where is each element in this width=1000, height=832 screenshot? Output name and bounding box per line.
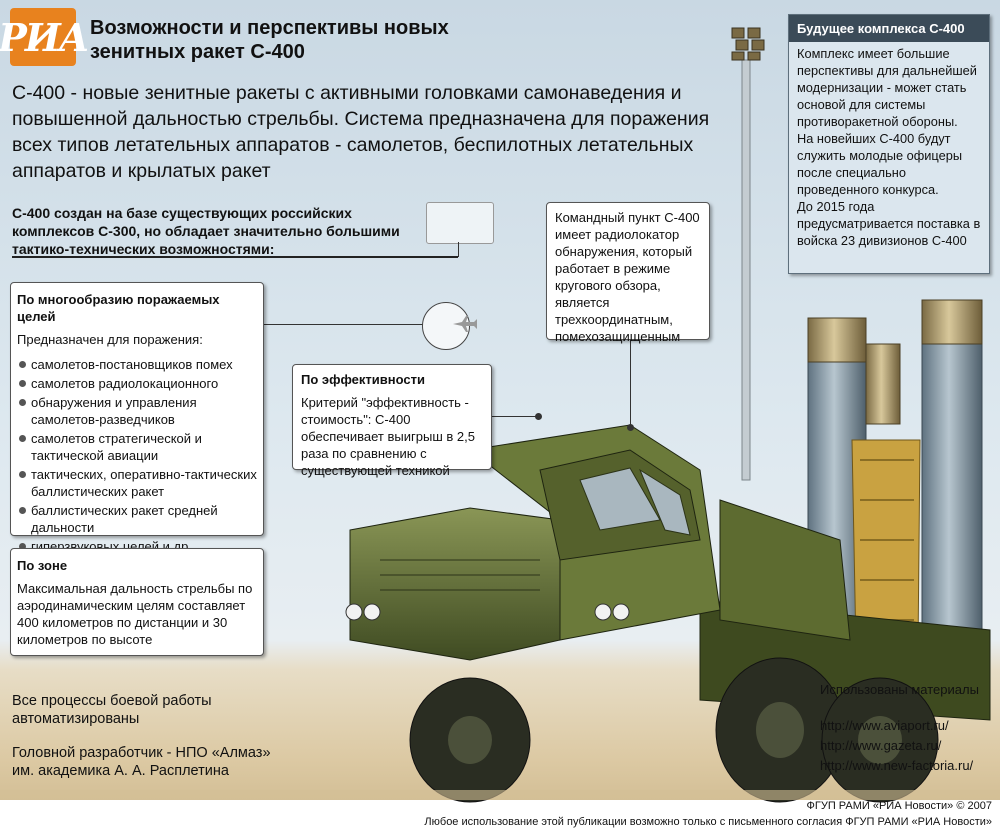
subtitle-text: С-400 создан на базе существующих россий… <box>12 205 400 257</box>
usage-notice: Любое использование этой публикации возм… <box>424 816 992 828</box>
source-link[interactable]: http://www.gazeta.ru/ <box>820 738 942 753</box>
sources-block: Использованы материалы http://www.aviapo… <box>820 680 990 776</box>
zone-heading: По зоне <box>17 558 68 573</box>
page-title: Возможности и перспективы новых зенитных… <box>90 17 449 63</box>
connector-dot-efficiency <box>535 413 542 420</box>
efficiency-panel: По эффективности Критерий "эффективность… <box>292 364 492 478</box>
source-link[interactable]: http://www.new-factoria.ru/ <box>820 758 974 773</box>
connector-dot-command <box>627 424 634 431</box>
efficiency-text: Критерий "эффективность - стоимость": С-… <box>301 395 475 478</box>
copyright-line: ФГУП РАМИ «РИА Новости» © 2007 <box>806 800 992 812</box>
future-panel: Будущее комплекса С-400 Комплекс имеет б… <box>788 14 990 274</box>
sources-heading: Использованы материалы <box>820 682 979 697</box>
intro-text: С-400 - новые зенитные ракеты с активным… <box>12 82 710 182</box>
aircraft-icon <box>453 316 477 332</box>
future-paragraph: Комплекс имеет большие перспективы для д… <box>797 46 977 129</box>
zone-text: Максимальная дальность стрельбы по аэрод… <box>17 581 253 647</box>
developer-line-2: им. академика А. А. Расплетина <box>12 763 229 779</box>
future-paragraph: До 2015 года предусматривается поставка … <box>797 199 981 248</box>
callout-box <box>426 202 494 244</box>
list-item: тактических, оперативно-тактических балл… <box>17 466 257 500</box>
ria-logo: РИА <box>0 8 90 66</box>
future-paragraph: На новейших С-400 будут служить молодые … <box>797 131 963 197</box>
list-item: баллистических ракет средней дальности <box>17 502 257 536</box>
automation-text: Все процессы боевой работы автоматизиров… <box>12 693 212 727</box>
command-post-text: Командный пункт С-400 имеет радиолокатор… <box>555 210 700 344</box>
connector-line-subtitle <box>458 242 459 257</box>
list-item: самолетов-постановщиков помех <box>17 356 257 373</box>
developer-line-1: Головной разработчик - НПО «Алмаз» <box>12 745 271 761</box>
future-heading: Будущее комплекса С-400 <box>789 15 989 42</box>
future-body: Комплекс имеет большие перспективы для д… <box>789 42 989 252</box>
connector-line-command <box>630 340 631 426</box>
connector-line <box>264 324 444 325</box>
subtitle-underline <box>12 256 458 258</box>
connector-line-efficiency <box>492 416 538 417</box>
targets-panel: По многообразию поражаемых целей Предназ… <box>10 282 264 554</box>
list-item: обнаружения и управления самолетов-разве… <box>17 394 257 428</box>
ground-strip <box>0 790 1000 800</box>
command-post-panel: Командный пункт С-400 имеет радиолокатор… <box>546 202 710 344</box>
targets-list: самолетов-постановщиков помех самолетов … <box>17 356 257 555</box>
targets-lead: Предназначен для поражения: <box>17 332 203 347</box>
list-item: самолетов стратегической и тактической а… <box>17 430 257 464</box>
efficiency-heading: По эффективности <box>301 372 425 387</box>
targets-heading: По многообразию поражаемых целей <box>17 292 220 324</box>
source-link[interactable]: http://www.aviaport.ru/ <box>820 718 949 733</box>
list-item: самолетов радиолокационного <box>17 375 257 392</box>
zone-panel: По зоне Максимальная дальность стрельбы … <box>10 548 264 656</box>
